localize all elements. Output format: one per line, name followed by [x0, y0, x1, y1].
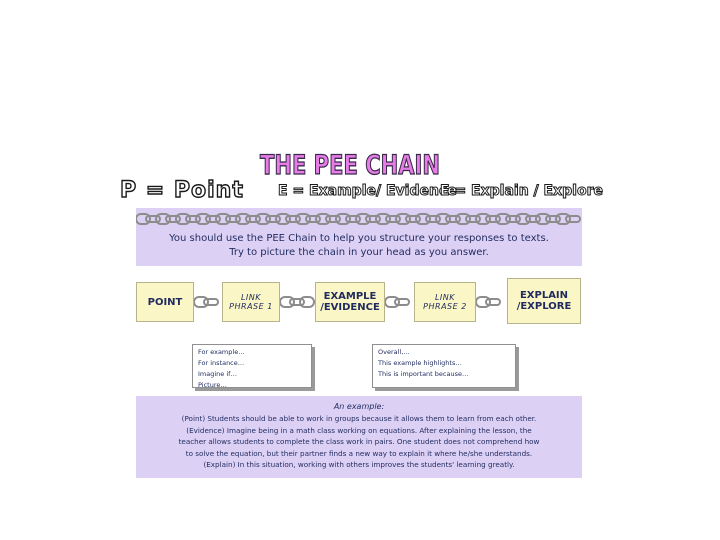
explain-explore-box: EXPLAIN /EXPLORE — [507, 278, 581, 324]
title-text: THE PEE CHAIN — [260, 150, 440, 181]
point-box: POINT — [136, 282, 194, 322]
chain-link — [365, 215, 381, 223]
chain-link — [445, 215, 461, 223]
chain-link — [485, 215, 501, 223]
chain-link-connector — [385, 296, 410, 308]
chain-link — [435, 213, 451, 225]
phrase-item: Overall,… — [378, 348, 410, 356]
intro-text: You should use the PEE Chain to help you… — [136, 232, 582, 260]
chain-link — [355, 213, 371, 225]
intro-line-1: You should use the PEE Chain to help you… — [169, 233, 549, 244]
chain-link — [185, 215, 201, 223]
chain-link — [345, 215, 361, 223]
link-phrases-1-list: For example… For instance… Imagine if… P… — [192, 344, 312, 389]
example-paragraph: (Point) Students should be able to work … — [146, 413, 572, 471]
evidence-label: /EVIDENCE — [320, 302, 380, 313]
link-phrase-1-box: LINK PHRASE 1 — [222, 282, 280, 322]
example-line: (Evidence) Imagine being in a math class… — [186, 425, 532, 435]
chain-link — [245, 215, 261, 223]
chain-link — [476, 296, 491, 308]
chain-link — [145, 215, 161, 223]
intro-chain-decoration — [136, 213, 581, 225]
chain-link — [289, 298, 305, 306]
chain-link — [465, 215, 481, 223]
chain-link — [285, 215, 301, 223]
chain-link — [525, 215, 541, 223]
chain-link — [205, 215, 221, 223]
chain-link — [385, 215, 401, 223]
chain-link — [235, 213, 251, 225]
chain-link — [515, 213, 531, 225]
chain-link — [295, 213, 311, 225]
chain-link — [299, 296, 315, 308]
phrase-item: Imagine if… — [198, 370, 237, 378]
chain-link — [555, 213, 571, 225]
link2-sublabel: PHRASE 2 — [423, 302, 467, 311]
chain-link — [535, 213, 551, 225]
chain-link-connector — [476, 296, 501, 308]
header-example: E = Example/ Evidence — [278, 183, 458, 200]
chain-link — [385, 296, 400, 308]
chain-link — [545, 215, 561, 223]
chain-link — [395, 213, 411, 225]
chain-link — [175, 213, 191, 225]
chain-link — [165, 215, 181, 223]
chain-link — [305, 215, 321, 223]
example-heading: An example: — [333, 402, 385, 411]
chain-link — [255, 213, 271, 225]
phrase-item: This example highlights… — [378, 359, 462, 367]
link-phrases-2-list: Overall,… This example highlights… This … — [372, 344, 516, 388]
chain-link — [475, 213, 491, 225]
chain-link — [335, 213, 351, 225]
chain-link — [155, 213, 171, 225]
phrase-item: Picture… — [198, 381, 227, 389]
chain-link — [485, 298, 501, 306]
header-explain: E = Explain / Explore — [440, 183, 604, 200]
explore-label: /EXPLORE — [516, 301, 572, 312]
chain-link — [375, 213, 391, 225]
chain-link — [425, 215, 441, 223]
chain-link — [415, 213, 431, 225]
chain-link — [203, 298, 219, 306]
example-line: to solve the equation, but their partner… — [185, 448, 533, 458]
explain-label: EXPLAIN — [519, 290, 569, 301]
chain-link — [495, 213, 511, 225]
link1-sublabel: PHRASE 1 — [229, 302, 273, 311]
chain-link — [315, 213, 331, 225]
chain-link — [325, 215, 341, 223]
header-point: P = Point — [119, 177, 244, 203]
example-label: EXAMPLE — [323, 291, 377, 302]
chain-link — [455, 213, 471, 225]
page-title: THE PEE CHAIN — [259, 149, 440, 181]
intro-line-2: Try to picture the chain in your head as… — [229, 247, 489, 258]
example-line: (Point) Students should be able to work … — [181, 414, 537, 423]
link-phrase-2-box: LINK PHRASE 2 — [414, 282, 476, 322]
chain-link — [194, 296, 209, 308]
example-evidence-box: EXAMPLE /EVIDENCE — [315, 282, 385, 322]
point-label: POINT — [147, 296, 183, 308]
chain-link-connector — [280, 296, 315, 308]
chain-link — [405, 215, 421, 223]
chain-link — [225, 215, 241, 223]
example-line: teacher allows students to complete the … — [178, 437, 540, 446]
phrase-item: For instance… — [198, 359, 245, 367]
phrase-item: For example… — [198, 348, 245, 356]
link1-label: LINK — [240, 293, 262, 302]
chain-link — [394, 298, 410, 306]
chain-link — [215, 213, 231, 225]
chain-link — [136, 213, 151, 225]
link2-label: LINK — [434, 293, 456, 302]
example-line: (Explain) In this situation, working wit… — [203, 460, 515, 469]
chain-link — [265, 215, 281, 223]
example-panel — [136, 396, 582, 478]
chain-link-connector — [194, 296, 219, 308]
chain-link — [565, 215, 581, 223]
chain-link — [275, 213, 291, 225]
phrase-item: This is important because… — [378, 370, 469, 378]
chain-link — [195, 213, 211, 225]
chain-link — [280, 296, 295, 308]
chain-link — [505, 215, 521, 223]
